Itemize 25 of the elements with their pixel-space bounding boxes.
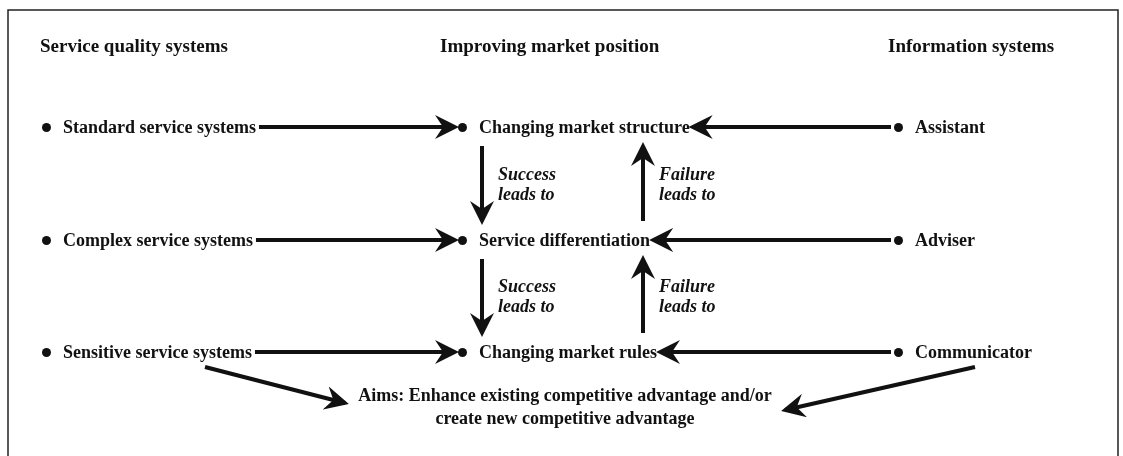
list-item-text: Standard service systems [63,116,256,138]
aims-text: Aims: Enhance existing competitive advantage and/or create new competitive advantage [357,384,773,430]
column-heading: Service quality systems [40,35,228,57]
arrow [631,255,655,333]
arrow [470,259,494,337]
arrow [656,340,891,364]
arrow [255,228,459,252]
arrow [254,340,459,364]
arrow [470,146,494,225]
list-item-text: Changing market rules [479,341,657,363]
list-item-text: Communicator [915,341,1032,363]
list-item-text: Service differentiation [479,229,651,251]
list-item-text: Adviser [915,229,975,251]
column-heading: Improving market position [440,35,660,57]
list-item-text: Sensitive service systems [63,341,252,363]
list-item-text: Changing market structure [479,116,690,138]
arrow [781,365,976,418]
arrow [631,142,655,221]
column-heading: Information systems [888,35,1055,57]
arrow [204,365,349,410]
list-item-text: Complex service systems [63,229,253,251]
arrow [649,228,891,252]
list-item-text: Assistant [915,116,985,138]
arrow [259,115,459,139]
arrow [688,115,891,139]
